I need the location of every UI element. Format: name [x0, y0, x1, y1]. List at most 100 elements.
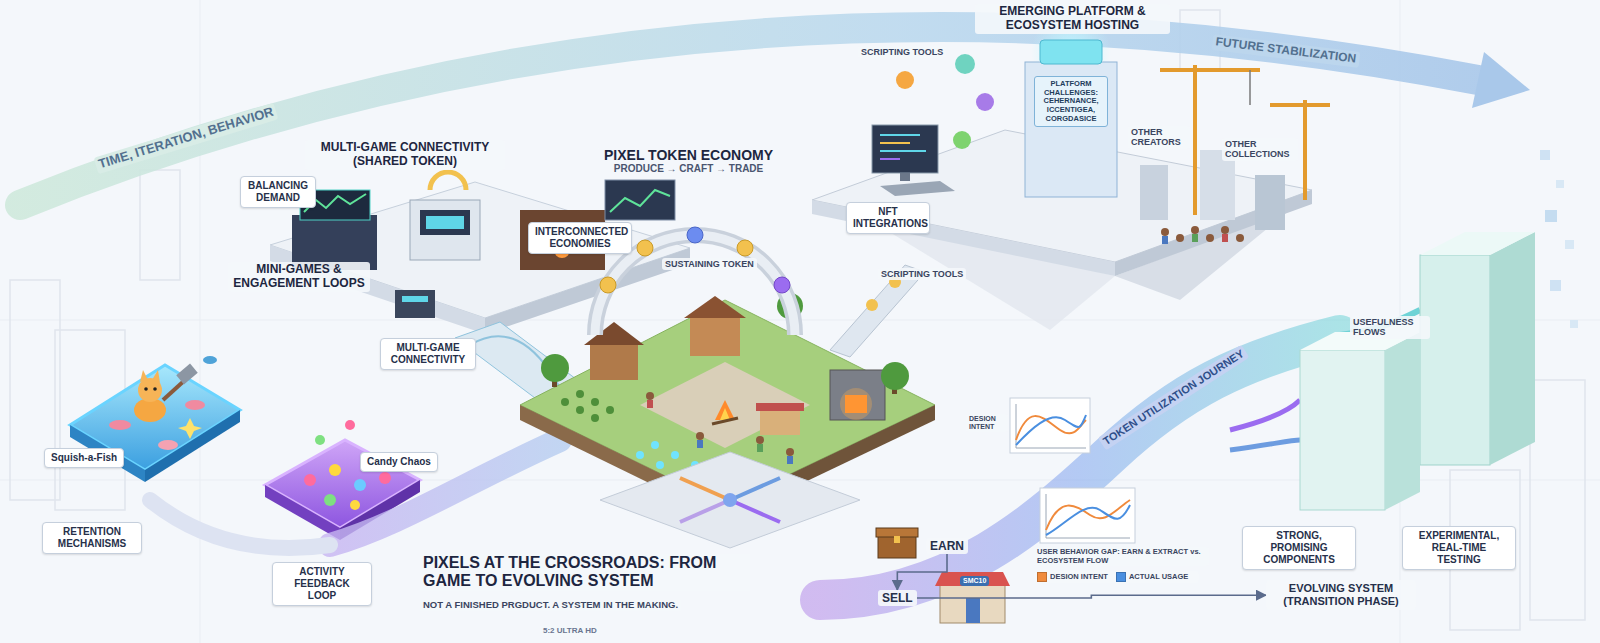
candy-game-tile [350, 500, 360, 510]
town-platform [684, 296, 746, 318]
node-text: PIXEL TOKEN ECONOMY [604, 147, 773, 163]
multi-game-platform [420, 210, 470, 235]
floating-platform [896, 71, 914, 89]
diagram-caption: NOT A FINISHED PRGDUCT. A SYSTEM IN THE … [420, 600, 681, 611]
evolving-buildings [1490, 232, 1535, 465]
token-journey-ribbon [1230, 400, 1300, 430]
town-platform [697, 440, 703, 448]
multi-game-platform [402, 296, 428, 302]
floating-platform [1162, 236, 1168, 244]
floating-platform [1193, 65, 1197, 215]
mini-game-tile [163, 380, 185, 400]
usage-chart [1046, 505, 1130, 535]
shop [966, 598, 980, 623]
chart-note: USER BEHAVIOR GAP: EARN & EXTRACT vs. EC… [1034, 547, 1209, 566]
town-platform [712, 418, 738, 424]
crossroads-tile [600, 452, 860, 548]
town-platform [690, 318, 740, 356]
label-chip: BALANCING DEMAND [240, 176, 316, 208]
mini-game-tile [185, 400, 205, 410]
floating-platform [1192, 234, 1198, 242]
town-platform [696, 432, 704, 440]
node-text: Squish-a-Fish [51, 452, 117, 464]
floating-platform [812, 12, 1330, 330]
node-text: RETENTION MECHANISMS [49, 526, 135, 550]
town-platform [656, 461, 664, 469]
crossroads-tile [730, 478, 780, 500]
legend-swatch [1037, 572, 1047, 582]
multi-game-platform [395, 290, 435, 318]
crossroads-tile [680, 500, 730, 522]
node-text: NFT INTEGRATIONS [853, 206, 923, 230]
treasure-chest [876, 528, 918, 558]
town-platform [647, 400, 653, 408]
evolving-buildings [1420, 255, 1490, 465]
flow-step: EARN [926, 538, 968, 554]
note-label: SUSTAINING TOKEN [662, 258, 757, 270]
floating-platform [1025, 62, 1117, 197]
floating-platform [1255, 175, 1285, 230]
token-arch [737, 240, 753, 256]
floating-platform [900, 173, 910, 181]
multi-game-platform [430, 172, 466, 190]
legend-swatch [1116, 572, 1126, 582]
usage-chart [1040, 488, 1135, 543]
mini-game-tile [145, 410, 240, 482]
town-platform [636, 451, 644, 459]
node-text: EARN [930, 539, 964, 553]
path-road [330, 440, 560, 545]
floating-platform [1303, 100, 1307, 200]
note-label: SCRIPTING TOOLS [878, 268, 966, 280]
mini-game-tile [176, 364, 198, 385]
candy-game-tile [324, 494, 336, 506]
legend-text: DESION INTENT [1050, 572, 1108, 581]
economy-heading: PIXEL TOKEN ECONOMYPRODUCE → CRAFT → TRA… [598, 145, 779, 176]
staircase [866, 299, 878, 311]
floating-platform [880, 181, 955, 196]
note-label: OTHER CREATORS [1128, 126, 1190, 149]
floating-platform [1221, 226, 1229, 234]
multi-game-platform [426, 216, 464, 229]
usage-chart [1016, 404, 1086, 448]
mini-game-tile [109, 420, 131, 430]
background-grid [200, 0, 201, 643]
town-platform [756, 403, 804, 411]
crossroads-tile [723, 493, 737, 507]
floating-platform [1040, 40, 1102, 64]
usage-chart [1016, 416, 1086, 440]
candy-game-tile [304, 474, 316, 486]
label-chip: ACTIVITY FEEDBACK LOOP [272, 562, 372, 606]
town-platform [651, 441, 659, 449]
multi-game-platform [610, 190, 670, 212]
legend-item: DESION INTENT [1037, 572, 1108, 582]
node-text: EXPERIMENTAL, REAL-TIME TESTING [1409, 530, 1509, 566]
legend-item: ACTUAL USAGE [1116, 572, 1188, 582]
floating-platform [880, 150, 926, 152]
flow-connector [897, 554, 947, 590]
treasure-chest [878, 534, 916, 558]
game-chip: Squish-a-Fish [44, 448, 124, 468]
token-journey-ribbon [1230, 440, 1300, 450]
diagram-title: PIXELS AT THE CROSSROADS: FROM GAME TO E… [420, 554, 750, 591]
node-text: EVOLVING SYSTEM (TRANSITION PHASE) [1270, 582, 1412, 608]
evolving-buildings [1385, 332, 1420, 510]
label-chip: MULTI-GAME CONNECTIVITY [380, 338, 476, 370]
label-chip: STRONG, PROMISING COMPONENTS [1242, 526, 1356, 570]
floating-platform [1206, 234, 1214, 242]
evolving-buildings [1550, 280, 1561, 291]
treasure-chest [876, 528, 918, 537]
token-arch [600, 277, 616, 293]
floating-platform [1160, 68, 1260, 72]
label-chip: INTERCONNECTED ECONOMIES [528, 222, 632, 254]
node-text: STRONG, PROMISING COMPONENTS [1249, 530, 1349, 566]
mini-game-tile [152, 370, 160, 383]
floating-platform [812, 200, 1115, 276]
town-platform [757, 444, 763, 452]
shop [940, 585, 1005, 623]
evolving-buildings [1556, 180, 1564, 188]
section-heading: MINI-GAMES & ENGAGEMENT LOOPS [228, 262, 370, 292]
floating-platform [1191, 226, 1199, 234]
